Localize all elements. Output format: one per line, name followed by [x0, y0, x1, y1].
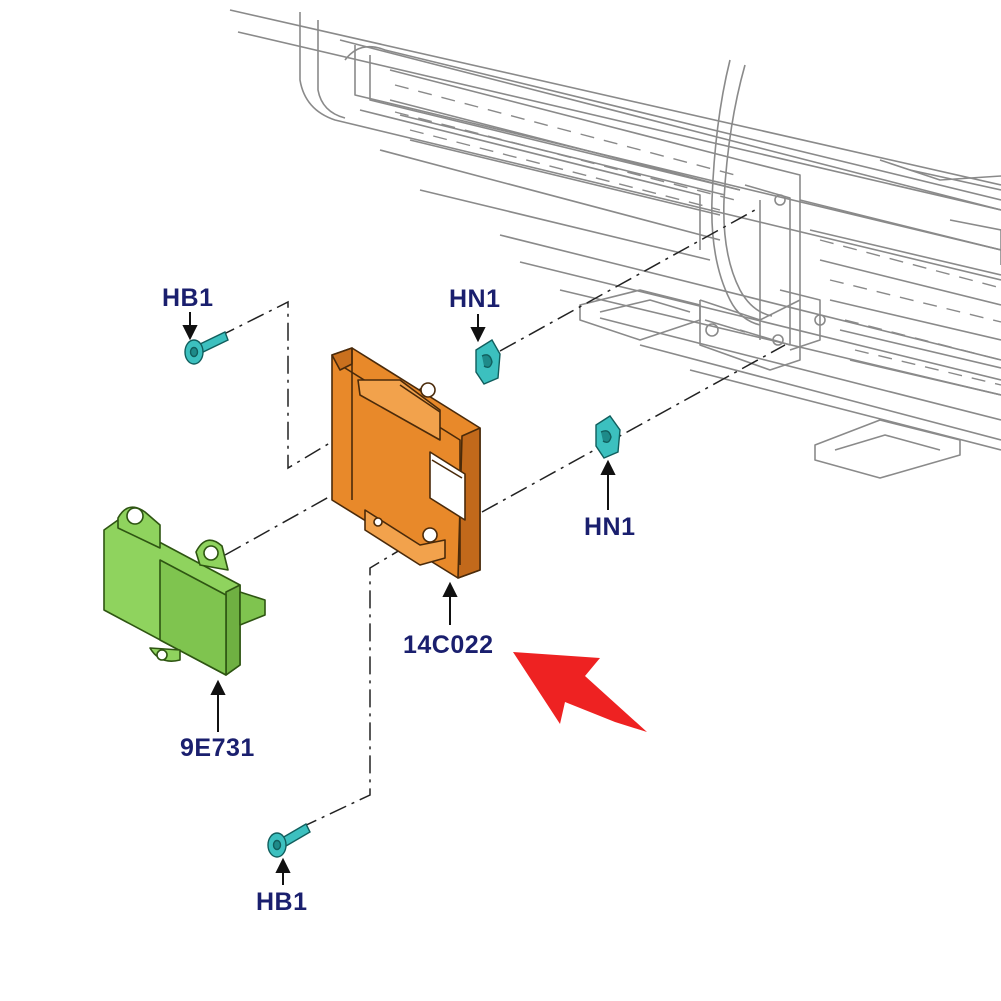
- callout-hb1-bottom: HB1: [256, 888, 308, 916]
- bolt-icon: [184, 331, 229, 365]
- red-arrow-icon: [513, 652, 647, 732]
- callout-hb1-top: HB1: [162, 284, 214, 312]
- bolt-icon: [267, 823, 311, 858]
- callout-bracket-14c022: 14C022: [403, 631, 494, 659]
- clip-nut-icon: [475, 339, 501, 385]
- callout-leaders: [182, 312, 616, 885]
- callout-module-9e731: 9E731: [180, 734, 255, 762]
- callout-hn1-right: HN1: [584, 513, 636, 541]
- louvre-slot-details: [394, 84, 1001, 386]
- clip-nut-icon: [595, 415, 621, 459]
- mounting-bracket-icon: [331, 347, 481, 579]
- callout-hn1-top: HN1: [449, 285, 501, 313]
- electronic-module-icon: [103, 506, 266, 676]
- vehicle-structure-outline: [229, 9, 1001, 479]
